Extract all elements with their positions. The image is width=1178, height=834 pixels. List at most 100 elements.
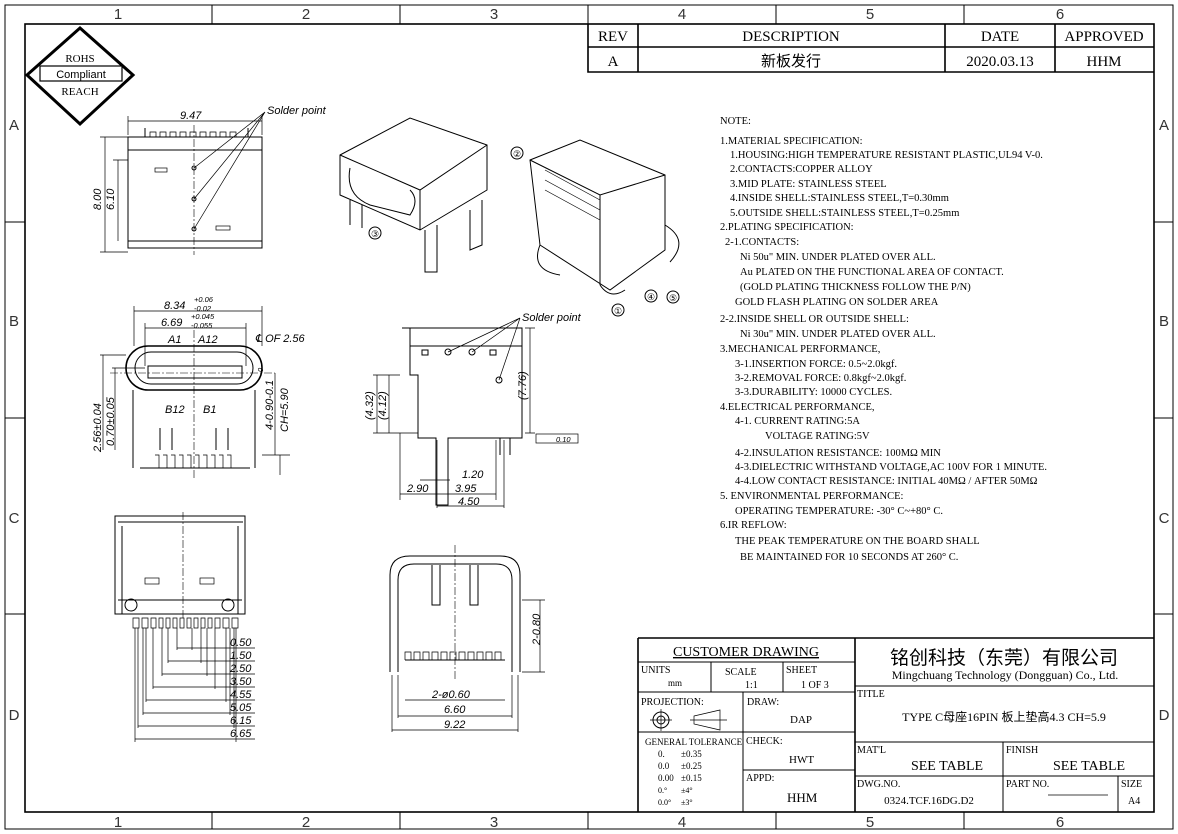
pitch-dim: 6.15 bbox=[230, 715, 252, 727]
notes-block: NOTE:1.MATERIAL SPECIFICATION:1.HOUSING:… bbox=[720, 116, 1047, 563]
size-label: SIZE bbox=[1121, 779, 1142, 790]
tol-minus: -0.02 bbox=[194, 304, 212, 313]
tol-plus: +0.06 bbox=[194, 295, 214, 304]
check-label: CHECK: bbox=[746, 736, 783, 747]
pitch-dim: 1.50 bbox=[230, 650, 252, 662]
col-label: 6 bbox=[1056, 6, 1064, 23]
description-header: DESCRIPTION bbox=[742, 29, 840, 45]
dim-side-d1: 1.20 bbox=[462, 469, 484, 481]
note-line: BE MAINTAINED FOR 10 SECONDS AT 260° C. bbox=[740, 552, 958, 563]
dim-rear-d1: 2-ø0.60 bbox=[431, 689, 471, 701]
projection-label: PROJECTION: bbox=[641, 697, 704, 708]
col-label: 1 bbox=[114, 814, 122, 831]
col-label: 5 bbox=[866, 814, 874, 831]
note-line: Au PLATED ON THE FUNCTIONAL AREA OF CONT… bbox=[740, 267, 1004, 278]
tol: 0 bbox=[256, 367, 265, 372]
draw-label: DRAW: bbox=[747, 697, 779, 708]
note-line: 2-2.INSIDE SHELL OR OUTSIDE SHELL: bbox=[720, 314, 909, 325]
approved-value: HHM bbox=[1086, 54, 1121, 70]
dim-side-d3: 3.95 bbox=[455, 483, 477, 495]
title-label: TITLE bbox=[857, 689, 885, 700]
note-line: 4.ELECTRICAL PERFORMANCE, bbox=[720, 402, 875, 413]
note-line: 1.HOUSING:HIGH TEMPERATURE RESISTANT PLA… bbox=[730, 150, 1043, 161]
revision-table: REV DESCRIPTION DATE APPROVED A 新板发行 202… bbox=[587, 24, 1154, 73]
note-line: 4-3.DIELECTRIC WITHSTAND VOLTAGE,AC 100V… bbox=[735, 462, 1047, 473]
note-line: 3-2.REMOVAL FORCE: 0.8kgf~2.0kgf. bbox=[735, 373, 906, 384]
note-line: 4-2.INSULATION RESISTANCE: 100MΩ MIN bbox=[735, 448, 941, 459]
note-line: 2.CONTACTS:COPPER ALLOY bbox=[730, 164, 873, 175]
row-label: C bbox=[1159, 510, 1170, 527]
note-line: THE PEAK TEMPERATURE ON THE BOARD SHALL bbox=[735, 536, 980, 547]
finish-label: FINISH bbox=[1006, 745, 1038, 756]
flatness-value: 0.10 bbox=[556, 435, 571, 444]
pin-a1-label: A1 bbox=[167, 334, 181, 346]
dim-rear-d3: 9.22 bbox=[444, 719, 465, 731]
col-label: 4 bbox=[678, 6, 686, 23]
row-label: D bbox=[9, 707, 20, 724]
badge-reach: REACH bbox=[61, 86, 98, 98]
note-line: 4.INSIDE SHELL:STAINLESS STEEL,T=0.30mm bbox=[730, 193, 949, 204]
drawing-title: TYPE C母座16PIN 板上垫高4.3 CH=5.9 bbox=[902, 709, 1106, 724]
side-view: Solder point (7.76) (4.32) (4.12) 0.10 1… bbox=[364, 312, 582, 508]
tol-format: 0.0 bbox=[658, 761, 670, 771]
dim-front-h2: 0.70±0.05 bbox=[105, 396, 117, 446]
tolerance-label: GENERAL TOLERANCE bbox=[645, 737, 743, 747]
scale-label: SCALE bbox=[725, 667, 757, 678]
tolerance-list: 0.±0.35 0.0±0.25 0.00±0.15 0.°±4° 0.0°±3… bbox=[658, 749, 702, 807]
tol-value: ±0.25 bbox=[681, 761, 702, 771]
dim-front-ch: CH=5.90 bbox=[279, 387, 291, 432]
isometric-view-1: ③ bbox=[339, 117, 488, 273]
pin-b12-label: B12 bbox=[165, 404, 185, 416]
note-line: 5. ENVIRONMENTAL PERFORMANCE: bbox=[720, 491, 903, 502]
dim-front-h1: 2.56±0.04 bbox=[92, 403, 104, 453]
pin-a12-label: A12 bbox=[197, 334, 218, 346]
dim-front-w2: 6.69 bbox=[161, 317, 182, 329]
note-line: Ni 50u" MIN. UNDER PLATED OVER ALL. bbox=[740, 252, 936, 263]
row-label: D bbox=[1159, 707, 1170, 724]
dim-rear-h: 2-0.80 bbox=[531, 613, 543, 646]
note-line: 3.MECHANICAL PERFORMANCE, bbox=[720, 344, 880, 355]
customer-drawing-heading: CUSTOMER DRAWING bbox=[673, 645, 819, 660]
col-label: 4 bbox=[678, 814, 686, 831]
dwg-no-label: DWG.NO. bbox=[857, 779, 900, 790]
size-value: A4 bbox=[1128, 796, 1140, 807]
note-line: 2-1.CONTACTS: bbox=[725, 237, 799, 248]
solder-point-callout: Solder point bbox=[267, 105, 327, 117]
pitch-dim: 6.65 bbox=[230, 728, 252, 740]
front-view: 8.34 +0.06 -0.02 6.69 +0.045 -0.055 ℄ OF… bbox=[92, 295, 306, 480]
dim-top-width: 9.47 bbox=[180, 110, 202, 122]
tol-value: ±4° bbox=[681, 786, 693, 795]
finish-value: SEE TABLE bbox=[1053, 759, 1125, 774]
note-line: Ni 30u" MIN. UNDER PLATED OVER ALL. bbox=[740, 329, 936, 340]
note-line: (GOLD PLATING THICKNESS FOLLOW THE P/N) bbox=[740, 282, 971, 293]
approved-header: APPROVED bbox=[1064, 29, 1143, 45]
flatness-symbol bbox=[535, 433, 579, 444]
callout-3: ③ bbox=[371, 229, 379, 239]
col-label: 1 bbox=[114, 6, 122, 23]
dwg-no-value: 0324.TCF.16DG.D2 bbox=[884, 795, 974, 807]
pitch-dim: 2.50 bbox=[229, 663, 252, 675]
matl-value: SEE TABLE bbox=[911, 759, 983, 774]
dim-side-h2: (4.12) bbox=[377, 391, 389, 420]
inner-border bbox=[24, 23, 1155, 813]
rohs-reach-badge: ROHS Compliant REACH bbox=[24, 25, 136, 127]
badge-rohs: ROHS bbox=[65, 53, 94, 65]
badge-compliant: Compliant bbox=[56, 69, 106, 81]
sheet-value: 1 OF 3 bbox=[801, 680, 829, 691]
col-label: 3 bbox=[490, 6, 498, 23]
date-value: 2020.03.13 bbox=[966, 54, 1034, 70]
tol-value: ±0.15 bbox=[681, 773, 702, 783]
matl-label: MAT'L bbox=[857, 745, 886, 756]
appd-value: HHM bbox=[787, 790, 818, 805]
dim-front-w1: 8.34 bbox=[164, 300, 185, 312]
pitch-dim: 4.55 bbox=[230, 689, 252, 701]
centerline-callout: ℄ OF 2.56 bbox=[255, 333, 306, 345]
dim-front-h3: 4-0.90-0.1 bbox=[264, 380, 276, 430]
company-name-en: Mingchuang Technology (Dongguan) Co., Lt… bbox=[892, 668, 1119, 682]
dim-top-height-inner: 6.10 bbox=[105, 188, 117, 210]
tol-value: ±3° bbox=[681, 798, 693, 807]
solder-point-callout: Solder point bbox=[522, 312, 582, 324]
note-line: VOLTAGE RATING:5V bbox=[765, 431, 870, 442]
bottom-view: 0.50 1.50 2.50 3.50 4.55 5.05 6.15 6.65 bbox=[114, 512, 255, 742]
